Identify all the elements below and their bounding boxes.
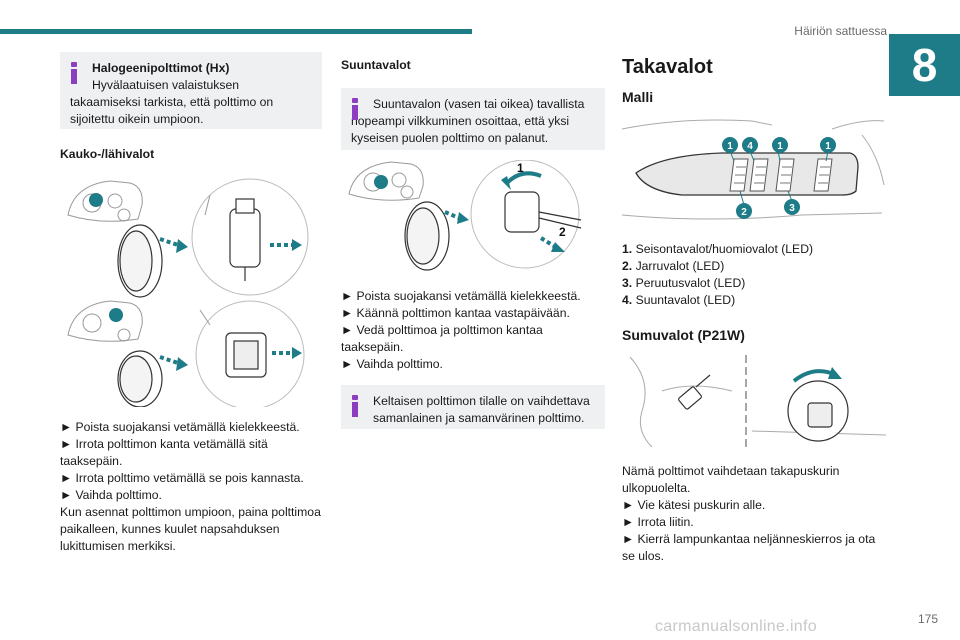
- info-box-halogen: Halogeenipolttimot (Hx) Hyvälaatuisen va…: [60, 52, 322, 129]
- subheading-high-low-beam: Kauko-/lähivalot: [60, 147, 155, 161]
- step-2: ► Irrota polttimon kanta vetämällä sitä …: [60, 437, 268, 468]
- legend-item: 4. Suuntavalot (LED): [622, 293, 736, 307]
- rear-lamp-legend: 1. Seisontavalot/huomiovalot (LED) 2. Ja…: [622, 241, 886, 309]
- figure-rear-lamp-model: 1 4 1 1 2 3: [622, 115, 886, 231]
- heading-rear-lamps: Takavalot: [622, 56, 713, 78]
- step-2: ► Irrota liitin.: [622, 515, 694, 529]
- figure-label-1: 1: [517, 161, 524, 175]
- step-3: ► Vedä polttimoa ja polttimon kantaa taa…: [341, 323, 543, 354]
- chapter-tab: 8: [889, 34, 960, 96]
- step-2: ► Käännä polttimon kantaa vastapäivään.: [341, 306, 570, 320]
- step-3: ► Irrota polttimo vetämällä se pois kann…: [60, 471, 304, 485]
- step-1: ► Poista suojakansi vetämällä kielekkees…: [341, 289, 581, 303]
- figure-indicator-bulb-removal: 1 2: [341, 160, 605, 280]
- legend-item: 3. Peruutusvalot (LED): [622, 276, 746, 290]
- legend-item: 2. Jarruvalot (LED): [622, 259, 725, 273]
- figure-label: 4: [747, 141, 753, 152]
- section-title: Häiriön sattuessa: [794, 24, 887, 38]
- fog-lamp-paragraph: Nämä polttimot vaihdetaan takapuskurin u…: [622, 464, 840, 495]
- header-accent-bar: [0, 29, 472, 34]
- figure-headlamp-bulb-removal: [60, 175, 322, 407]
- info-box-amber-bulb: Keltaisen polttimon tilalle on vaihdetta…: [341, 385, 605, 429]
- subheading-model: Malli: [622, 89, 654, 105]
- info-box-title: Halogeenipolttimot (Hx): [92, 61, 230, 75]
- column-1: Halogeenipolttimot (Hx) Hyvälaatuisen va…: [60, 52, 322, 555]
- column-3: Takavalot Malli: [622, 52, 886, 565]
- subheading-fog-lamps: Sumuvalot (P21W): [622, 327, 745, 343]
- column-2: Suuntavalot Suuntavalon (vasen tai oikea…: [341, 52, 605, 429]
- figure-fog-lamp-removal: [622, 351, 886, 451]
- figure-label: 3: [789, 203, 795, 214]
- info-box-text: Hyvälaatuisen valaistuksen takaamiseksi …: [70, 78, 274, 126]
- step-3: ► Kierrä lampunkantaa neljänneskierros j…: [622, 532, 876, 563]
- page-number: 175: [918, 612, 939, 626]
- step-1: ► Poista suojakansi vetämällä kielekkees…: [60, 420, 300, 434]
- step-4: ► Vaihda polttimo.: [341, 357, 443, 371]
- subheading-direction-indicators: Suuntavalot: [341, 58, 411, 72]
- info-box-text: Keltaisen polttimon tilalle on vaihdetta…: [373, 394, 590, 425]
- info-box-indicator-flashing: Suuntavalon (vasen tai oikea) tavallista…: [341, 88, 605, 150]
- info-box-text-tail: umpioon.: [153, 112, 204, 126]
- legend-item: 1. Seisontavalot/huomiovalot (LED): [622, 242, 814, 256]
- step-1: ► Vie kätesi puskurin alle.: [622, 498, 766, 512]
- figure-label: 1: [777, 141, 783, 152]
- info-icon: [351, 395, 359, 417]
- figure-label-2: 2: [559, 225, 566, 239]
- info-icon: [351, 98, 359, 120]
- info-box-text: Suuntavalon (vasen tai oikea) tavallista…: [351, 97, 585, 145]
- info-icon: [70, 62, 78, 84]
- figure-label: 1: [727, 141, 733, 152]
- install-note: Kun asennat polttimon umpioon, paina pol…: [60, 505, 321, 553]
- watermark: carmanualsonline.info: [655, 618, 817, 635]
- figure-label: 1: [825, 141, 831, 152]
- figure-label: 2: [741, 207, 747, 218]
- step-4: ► Vaihda polttimo.: [60, 488, 162, 502]
